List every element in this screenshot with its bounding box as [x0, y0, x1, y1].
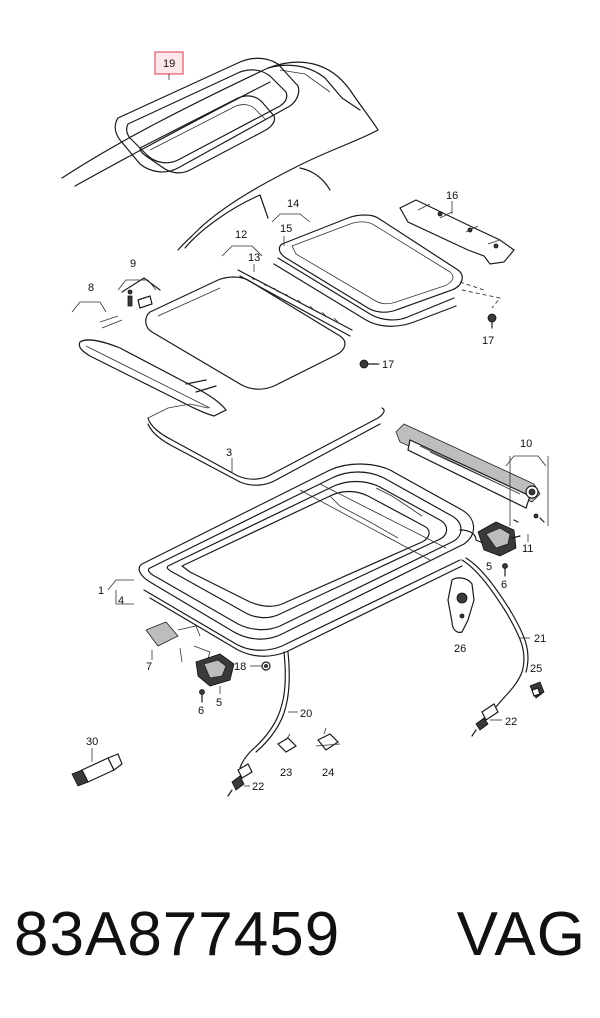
- callout-20: 20: [300, 708, 312, 720]
- callout-19: 19: [163, 58, 175, 70]
- callout-26: 26: [454, 643, 466, 655]
- callout-16: 16: [446, 190, 458, 202]
- sunroof-frame-1: [138, 463, 491, 657]
- glass-panel-14: [273, 214, 463, 327]
- callout-4: 4: [118, 595, 124, 607]
- callout-13: 13: [248, 252, 260, 264]
- screw-11: [513, 513, 545, 523]
- control-unit-7: [145, 621, 211, 663]
- leader-1: [107, 579, 134, 591]
- leader-14: [271, 213, 311, 223]
- callout-8: 8: [88, 282, 94, 294]
- drain-valve-22-right: [471, 703, 499, 737]
- roof-outline: [61, 61, 379, 251]
- callout-14: 14: [287, 198, 299, 210]
- callout-1: 1: [98, 585, 104, 597]
- drain-valve-22-left: [227, 763, 253, 797]
- callout-6-right: 6: [501, 579, 507, 591]
- roller-blind-10: [395, 423, 541, 509]
- screw-17-lower: [359, 359, 379, 369]
- screw-6-right: [502, 563, 508, 577]
- callout-22-right: 22: [505, 716, 517, 728]
- part-number: 83A877459: [14, 900, 341, 969]
- leader-1-b: [115, 590, 134, 605]
- clip-23: [277, 733, 297, 753]
- brand-label: VAG: [456, 900, 586, 969]
- grease-tube-30: [71, 753, 123, 787]
- callout-25: 25: [530, 663, 542, 675]
- callout-30: 30: [86, 736, 98, 748]
- seal-frame-19: [114, 57, 300, 174]
- clips-9: [121, 277, 161, 309]
- callout-23: 23: [280, 767, 292, 779]
- clip-24: [315, 727, 341, 751]
- screw-17-upper: [487, 313, 497, 329]
- nut-18: [261, 661, 271, 671]
- leader-12: [221, 245, 263, 257]
- callout-9: 9: [130, 258, 136, 270]
- motor-5-left: [195, 653, 235, 687]
- callout-3: 3: [226, 447, 232, 459]
- dash-guide-17-upper: [461, 289, 501, 309]
- callout-7: 7: [146, 661, 152, 673]
- callout-24: 24: [322, 767, 334, 779]
- footer: 83A877459 VAG: [0, 890, 600, 980]
- callout-5-right: 5: [486, 561, 492, 573]
- callout-17-upper: 17: [482, 335, 494, 347]
- leader-10: [505, 455, 547, 467]
- bracket-10: [509, 456, 549, 526]
- seal-strip-13: [237, 269, 353, 337]
- sunshade-panel-12: [145, 276, 346, 390]
- callout-21: 21: [534, 633, 546, 645]
- drain-hose-20: [239, 651, 290, 769]
- leader-9: [117, 279, 157, 291]
- callout-11: 11: [522, 543, 533, 555]
- leader-8: [71, 301, 107, 313]
- callout-22-left: 22: [252, 781, 264, 793]
- callout-6-left: 6: [198, 705, 204, 717]
- callout-18: 18: [234, 661, 246, 673]
- motor-5-right: [477, 521, 521, 557]
- bracket-26: [447, 577, 475, 633]
- callout-12: 12: [235, 229, 247, 241]
- clip-25: [529, 681, 545, 699]
- callout-15: 15: [280, 223, 292, 235]
- seal-3: [147, 403, 385, 486]
- dash-guide-17-lower: [459, 281, 485, 291]
- wind-deflector-8: [78, 315, 227, 417]
- callout-5-left: 5: [216, 697, 222, 709]
- bracket-16: [399, 199, 515, 265]
- screw-6-left: [199, 689, 205, 703]
- callout-17-lower: 17: [382, 359, 394, 371]
- callout-10: 10: [520, 438, 532, 450]
- drain-hose-21: [461, 557, 529, 713]
